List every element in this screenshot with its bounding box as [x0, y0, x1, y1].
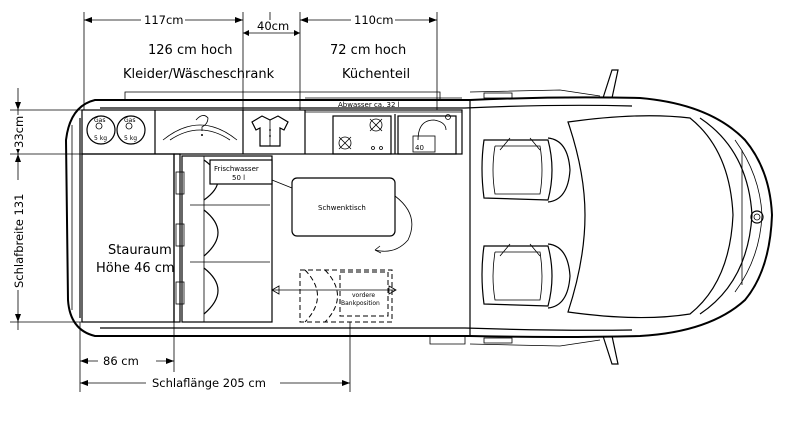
- dim-117: 117cm: [144, 13, 183, 27]
- top-dimensions: 117cm 40cm 110cm: [83, 12, 438, 110]
- gas1-weight: 5 kg: [94, 135, 107, 142]
- front-bench-position: vordere Bankposition: [271, 269, 397, 323]
- driver-seat: [481, 243, 571, 309]
- dim-schlafbreite: Schlafbreite 131: [12, 194, 26, 288]
- gas1-label: Gas: [94, 117, 105, 124]
- bench-position-line2: Bankposition: [341, 300, 380, 307]
- dim-schlaflaenge: Schlaflänge 205 cm: [152, 376, 266, 390]
- stove: [332, 115, 392, 155]
- hat-icon: [162, 115, 238, 141]
- van-body: [64, 69, 774, 365]
- dim-86: 86 cm: [103, 354, 139, 368]
- gas2-label: Gas: [124, 117, 135, 124]
- swivel-table-label: Schwenktisch: [318, 204, 366, 212]
- storage-label: Stauraum: [108, 243, 172, 258]
- gas-bottle-2: Gas 5 kg: [116, 115, 146, 145]
- kitchen-height: 72 cm hoch: [330, 43, 406, 58]
- shirt-icon: [251, 115, 289, 147]
- wastewater-label: Abwasser ca. 32 l: [338, 101, 400, 109]
- storage-height: Höhe 46 cm: [96, 261, 175, 276]
- dim-40: 40cm: [257, 19, 289, 33]
- swivel-table: Schwenktisch: [271, 177, 413, 254]
- rear-bench: Frischwasser 50 l: [181, 155, 273, 323]
- freshwater-volume: 50 l: [232, 174, 245, 182]
- wardrobe-name: Kleider/Wäscheschrank: [123, 67, 275, 82]
- fridge-label: 40: [415, 144, 424, 152]
- wardrobe-height: 126 cm hoch: [148, 43, 232, 58]
- storage-area: Stauraum Höhe 46 cm: [81, 153, 185, 323]
- passenger-seat: [481, 137, 571, 203]
- gas2-weight: 5 kg: [124, 135, 137, 142]
- dim-110: 110cm: [354, 13, 393, 27]
- left-dimensions: 33cm Schlafbreite 131: [9, 88, 84, 330]
- cabinet-strip: Abwasser ca. 32 l Gas 5 kg Gas 5 kg: [81, 97, 463, 155]
- kitchen-name: Küchenteil: [342, 67, 410, 82]
- bottom-dimensions: 86 cm Schlaflänge 205 cm: [79, 322, 351, 392]
- freshwater-label: Frischwasser: [214, 165, 259, 173]
- dim-33: 33cm: [12, 116, 26, 148]
- gas-bottle-1: Gas 5 kg: [86, 115, 116, 145]
- sink-fridge: 40: [397, 114, 457, 155]
- bench-position-line1: vordere: [352, 292, 375, 299]
